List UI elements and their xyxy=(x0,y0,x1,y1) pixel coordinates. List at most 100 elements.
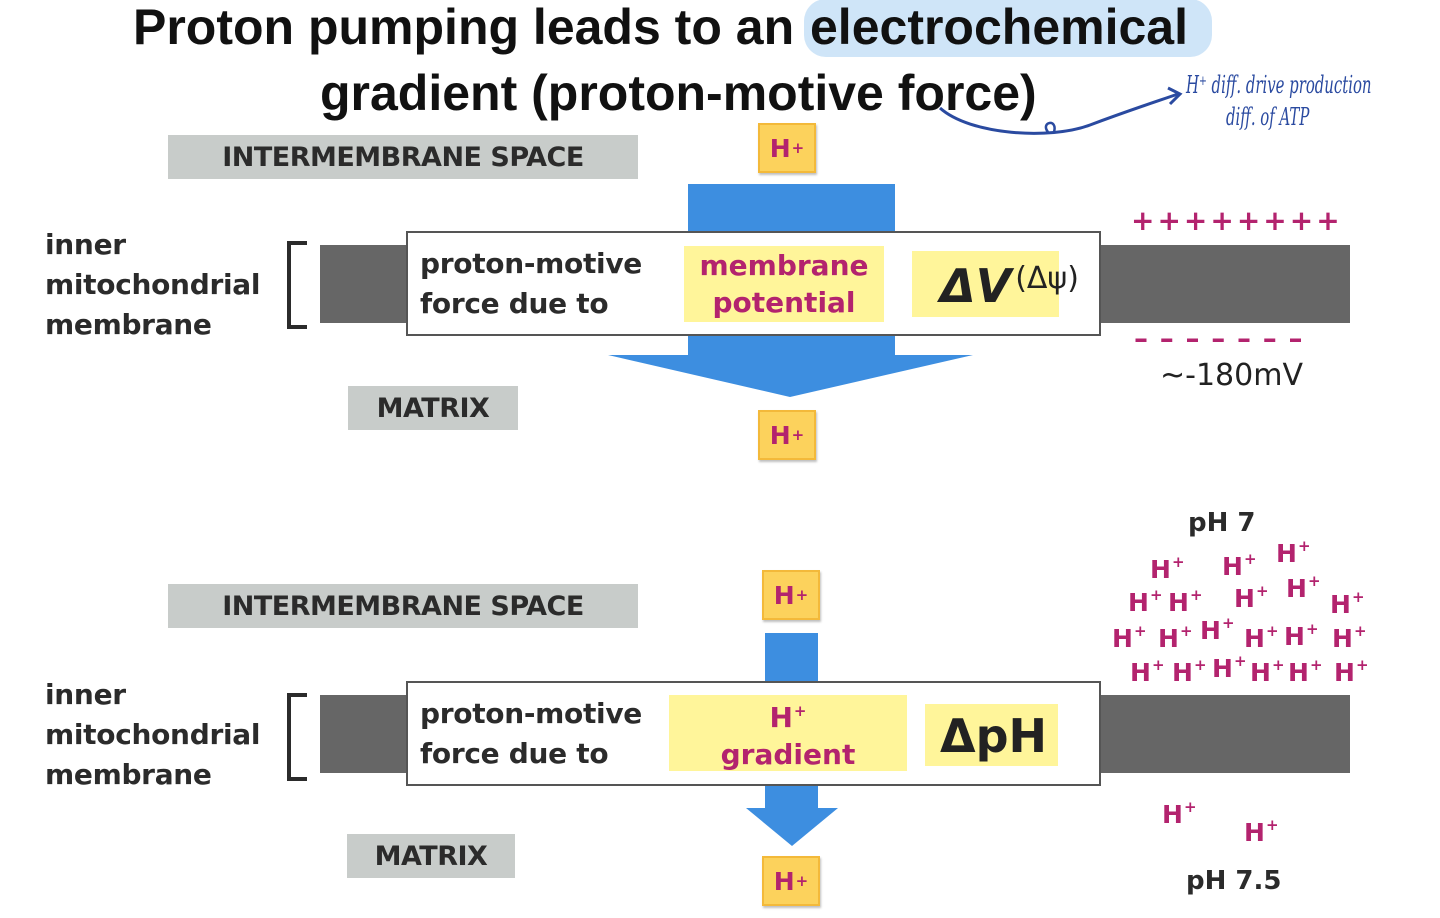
proton-ion: H+ xyxy=(1172,656,1207,687)
title-line-1: Proton pumping leads to an electrochemic… xyxy=(133,0,1212,57)
proton-ion-text: H xyxy=(1244,624,1265,653)
proton-ion-text: H xyxy=(1168,588,1189,617)
arrow-1-shaft-top xyxy=(688,184,895,234)
delta-ph-symbol: ΔpH xyxy=(940,709,1048,763)
proton-ion: H+ xyxy=(1200,614,1235,645)
proton-ion: H+ xyxy=(1276,537,1311,568)
proton-ion: H+ xyxy=(1330,588,1365,619)
proton-ion-text: H xyxy=(1128,588,1149,617)
proton-ion-text: H xyxy=(1286,574,1307,603)
membrane-bracket-1 xyxy=(287,241,307,329)
proton-ion: H+ xyxy=(1334,656,1369,687)
side-label-line: mitochondrial xyxy=(45,718,261,751)
proton-ion: H+ xyxy=(1288,656,1323,687)
highlight-line: H+ xyxy=(769,701,807,734)
proton-ion-text: H xyxy=(1150,555,1171,584)
negative-charges: – – – – – – – xyxy=(1134,322,1304,355)
proton-ion-text: H xyxy=(1158,624,1179,653)
membrane-left-2 xyxy=(320,695,410,773)
proton-ion-text: H xyxy=(1288,658,1309,687)
proton-ion: H+ xyxy=(1244,816,1279,847)
intermembrane-space-label-1: INTERMEMBRANE SPACE xyxy=(168,135,638,179)
proton-ion-text: H xyxy=(1162,800,1183,829)
membrane-side-label-2: inner mitochondrial membrane xyxy=(45,675,260,795)
proton-ion-text: H xyxy=(1330,590,1351,619)
proton-ion: H+ xyxy=(1284,620,1319,651)
proton-ion-text: H xyxy=(1130,658,1151,687)
h-gradient-highlight: H+ gradient xyxy=(669,695,907,771)
arrow-1-head xyxy=(608,355,973,397)
delta-psi-text: (Δψ) xyxy=(1015,261,1079,296)
proton-ion-text: H xyxy=(1200,616,1221,645)
side-label-line: inner xyxy=(45,228,126,261)
proton-ion-text: H xyxy=(1334,658,1355,687)
arrow-2-head xyxy=(746,808,838,846)
arrow-2-shaft-bottom xyxy=(765,783,818,809)
proton-ion: H+ xyxy=(1168,586,1203,617)
membrane-right-1 xyxy=(1098,245,1350,323)
pmf-text-line: force due to xyxy=(420,737,609,770)
proton-ion: H+ xyxy=(1130,656,1165,687)
proton-ion: H+ xyxy=(1244,622,1279,653)
proton-tile-top-2: H+ xyxy=(762,570,820,620)
proton-ion-text: H xyxy=(1222,552,1243,581)
proton-ion-text: H xyxy=(1212,654,1233,683)
ph-bottom-label: pH 7.5 xyxy=(1186,866,1282,896)
intermembrane-space-label-2: INTERMEMBRANE SPACE xyxy=(168,584,638,628)
highlight-ion: H xyxy=(769,701,793,734)
delta-v-text: ΔV xyxy=(940,259,1012,313)
membrane-left-1 xyxy=(320,245,410,323)
proton-ion-text: H xyxy=(1250,658,1271,687)
title-line-2: gradient (proton-motive force) xyxy=(320,65,1037,121)
pmf-text-1: proton-motive force due to xyxy=(420,244,642,324)
highlight-line: membrane xyxy=(699,249,869,282)
ph-top-label: pH 7 xyxy=(1188,508,1256,538)
title-prefix: Proton pumping leads to an xyxy=(133,0,808,55)
proton-ion: H+ xyxy=(1332,622,1367,653)
voltage-label: ~-180mV xyxy=(1160,358,1303,393)
proton-ion: H+ xyxy=(1222,550,1257,581)
annotation-arrow xyxy=(938,86,1183,135)
arrow-1-shaft-bottom xyxy=(688,334,895,356)
membrane-potential-highlight: membrane potential xyxy=(684,246,884,322)
proton-ion: H+ xyxy=(1250,656,1285,687)
proton-ion: H+ xyxy=(1212,652,1247,683)
side-label-line: mitochondrial xyxy=(45,268,261,301)
delta-v-symbol-box xyxy=(912,251,1059,317)
handwritten-note-line-2: diff. of ATP xyxy=(1226,103,1310,131)
pmf-text-2: proton-motive force due to xyxy=(420,694,642,774)
pmf-text-line: proton-motive xyxy=(420,247,643,280)
proton-ion: H+ xyxy=(1286,572,1321,603)
delta-v-symbol: ΔV(Δψ) xyxy=(940,258,1079,314)
proton-ion-text: H xyxy=(1112,624,1133,653)
delta-ph-symbol-box xyxy=(925,704,1058,766)
proton-ion-text: H xyxy=(1284,622,1305,651)
proton-ion-text: H xyxy=(1276,539,1297,568)
pmf-text-line: proton-motive xyxy=(420,697,643,730)
proton-ion: H+ xyxy=(1112,622,1147,653)
proton-ion-text: H xyxy=(1234,584,1255,613)
pmf-text-line: force due to xyxy=(420,287,609,320)
matrix-label-1: MATRIX xyxy=(348,386,518,430)
matrix-label-2: MATRIX xyxy=(347,834,515,878)
membrane-bracket-2 xyxy=(287,693,307,781)
positive-charges: ++++++++ xyxy=(1131,204,1343,237)
side-label-line: inner xyxy=(45,678,126,711)
membrane-right-2 xyxy=(1098,695,1350,773)
proton-tile-top-1: H+ xyxy=(758,123,816,173)
side-label-line: membrane xyxy=(45,308,212,341)
proton-ion: H+ xyxy=(1158,622,1193,653)
proton-ion: H+ xyxy=(1162,798,1197,829)
arrow-2-shaft-top xyxy=(765,633,818,683)
highlight-line: gradient xyxy=(720,738,856,771)
side-label-line: membrane xyxy=(45,758,212,791)
proton-tile-bottom-2: H+ xyxy=(762,856,820,906)
handwritten-note-line-1: H⁺ diff. drive production xyxy=(1186,71,1372,99)
title-highlight: electrochemical xyxy=(804,0,1212,57)
membrane-side-label-1: inner mitochondrial membrane xyxy=(45,225,260,345)
proton-ion: H+ xyxy=(1128,586,1163,617)
proton-ion: H+ xyxy=(1234,582,1269,613)
proton-tile-bottom-1: H+ xyxy=(758,410,816,460)
proton-ion-text: H xyxy=(1332,624,1353,653)
proton-ion: H+ xyxy=(1150,553,1185,584)
